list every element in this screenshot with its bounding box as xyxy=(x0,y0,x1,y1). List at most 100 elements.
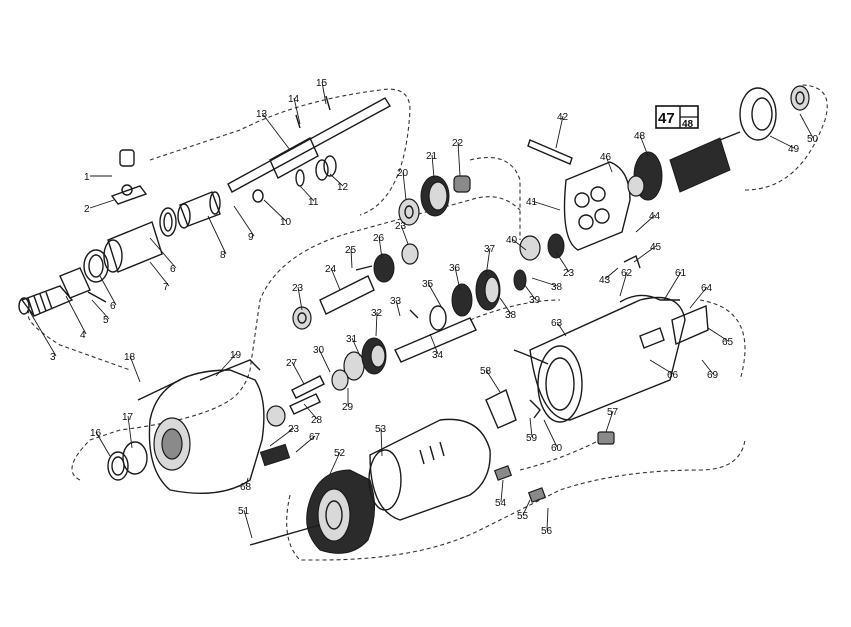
callout-23: 23 xyxy=(395,221,407,232)
callout-leader-6 xyxy=(99,275,117,306)
callout-leader-57 xyxy=(605,410,614,433)
callout-6: 6 xyxy=(170,264,176,275)
callout-leader-16 xyxy=(95,431,111,457)
callout-leader-60 xyxy=(543,419,558,448)
callout-12: 12 xyxy=(337,182,349,193)
callout-leader-53 xyxy=(380,427,383,457)
callout-leader-56 xyxy=(546,507,549,531)
callout-43: 43 xyxy=(599,275,611,286)
callout-leader-8 xyxy=(207,215,227,255)
callout-leader-11 xyxy=(299,185,315,202)
callout-leader-17 xyxy=(127,415,133,449)
callout-3: 3 xyxy=(50,352,56,363)
badge-main-number: 47 xyxy=(658,110,675,127)
callout-30: 30 xyxy=(313,345,325,356)
assembly-paths xyxy=(27,84,828,561)
callout-leader-6 xyxy=(149,237,177,269)
callout-leader-66 xyxy=(649,359,674,375)
callout-leader-23 xyxy=(297,286,303,311)
callout-49: 49 xyxy=(788,144,800,155)
callout-leader-67 xyxy=(295,435,316,453)
spindle-nose-parts xyxy=(18,149,221,317)
callout-29: 29 xyxy=(342,402,354,413)
callout-1: 1 xyxy=(84,172,90,183)
callout-55: 55 xyxy=(517,511,529,522)
callout-leader-68 xyxy=(245,477,249,487)
callout-31: 31 xyxy=(346,334,358,345)
callout-leader-18 xyxy=(129,355,141,383)
callout-33: 33 xyxy=(390,296,402,307)
callout-15: 15 xyxy=(316,78,328,89)
gear-housing xyxy=(107,359,291,494)
callout-24: 24 xyxy=(325,264,337,275)
callout-65: 65 xyxy=(722,337,734,348)
callout-46: 46 xyxy=(600,152,612,163)
callout-leader-45 xyxy=(633,245,657,263)
badge-sub-number: 48 xyxy=(682,119,694,130)
callout-18: 18 xyxy=(124,352,136,363)
callout-leader-43 xyxy=(604,267,619,280)
callout-25: 25 xyxy=(345,245,357,256)
callout-26: 26 xyxy=(373,233,385,244)
callout-23: 23 xyxy=(288,424,300,435)
part-number-badge: 47 48 xyxy=(655,105,699,130)
callout-36: 36 xyxy=(449,263,461,274)
callout-leader-23 xyxy=(555,251,570,273)
callout-41: 41 xyxy=(526,197,538,208)
callout-leader-62 xyxy=(619,271,628,297)
callout-45: 45 xyxy=(650,242,662,253)
callout-22: 22 xyxy=(452,138,464,149)
callout-leader-51 xyxy=(243,509,253,539)
callout-leader-54 xyxy=(500,479,504,503)
callout-60: 60 xyxy=(551,443,563,454)
callout-62: 62 xyxy=(621,268,633,279)
callout-38: 38 xyxy=(505,310,517,321)
callout-leader-13 xyxy=(261,112,291,151)
callout-leader-15 xyxy=(321,81,327,105)
callout-59: 59 xyxy=(526,433,538,444)
callout-leader-48 xyxy=(639,134,649,157)
callout-leader-59 xyxy=(529,417,533,438)
callout-leader-26 xyxy=(378,236,383,259)
callout-57: 57 xyxy=(607,407,619,418)
callout-69: 69 xyxy=(707,370,719,381)
callout-10: 10 xyxy=(280,217,292,228)
callout-leader-28 xyxy=(303,403,318,420)
callout-leader-55 xyxy=(522,499,531,516)
callout-leader-4 xyxy=(65,295,87,335)
callout-leader-37 xyxy=(485,247,491,277)
callout-35: 35 xyxy=(422,279,434,290)
callout-53: 53 xyxy=(375,424,387,435)
callout-19: 19 xyxy=(230,350,242,361)
callout-54: 54 xyxy=(495,498,507,509)
callout-42: 42 xyxy=(557,112,569,123)
callout-leader-19 xyxy=(215,353,237,377)
callout-37: 37 xyxy=(484,244,496,255)
callout-48: 48 xyxy=(634,131,646,142)
callout-leader-46 xyxy=(605,155,613,173)
callout-leader-38 xyxy=(531,277,558,287)
callout-64: 64 xyxy=(701,283,713,294)
callout-leader-49 xyxy=(769,135,795,149)
callout-28: 28 xyxy=(311,415,323,426)
callout-leader-36 xyxy=(454,266,461,291)
callout-9: 9 xyxy=(248,232,254,243)
callout-leader-52 xyxy=(329,451,341,475)
callout-2: 2 xyxy=(84,204,90,215)
callout-23: 23 xyxy=(292,283,304,294)
callout-leader-2 xyxy=(89,199,115,209)
callout-66: 66 xyxy=(667,370,679,381)
callout-leader-38 xyxy=(499,297,512,315)
callout-leader-21 xyxy=(431,154,435,179)
callout-40: 40 xyxy=(506,235,518,246)
callout-51: 51 xyxy=(238,506,250,517)
callout-leader-25 xyxy=(350,248,353,269)
callout-leader-39 xyxy=(523,283,536,300)
callout-leader-40 xyxy=(511,238,527,251)
callout-67: 67 xyxy=(309,432,321,443)
callout-leader-5 xyxy=(91,299,110,320)
callout-leader-41 xyxy=(531,200,561,211)
callout-68: 68 xyxy=(240,482,252,493)
